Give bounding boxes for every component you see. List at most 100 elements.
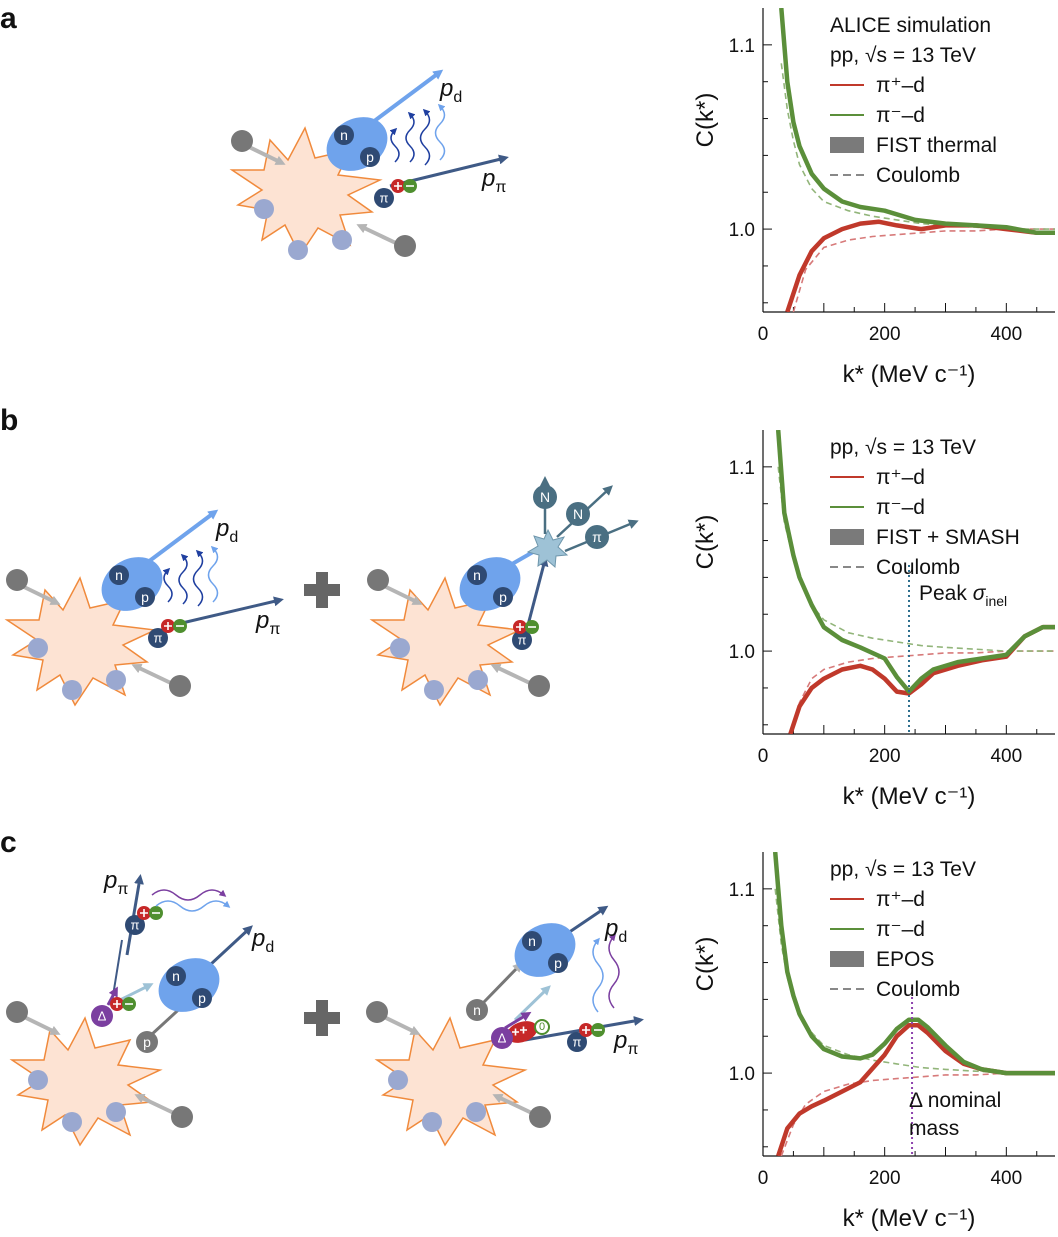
light-ball bbox=[254, 199, 274, 219]
plus-sign bbox=[394, 182, 402, 190]
legend-item: π⁻–d bbox=[876, 918, 925, 941]
diagram-b-left: n p π pd pπ bbox=[4, 509, 284, 707]
light-ball bbox=[388, 1070, 408, 1090]
deuteron-momentum-arrow bbox=[564, 905, 609, 937]
gray-ball bbox=[394, 235, 416, 257]
interaction-wave bbox=[405, 111, 416, 163]
proton-label: p bbox=[143, 1034, 151, 1050]
plus-sign bbox=[516, 623, 524, 631]
pion-ball bbox=[567, 1032, 587, 1052]
deuteron-momentum-arrow bbox=[363, 69, 444, 130]
deuteron-ellipse bbox=[514, 923, 576, 977]
light-ball bbox=[106, 1102, 126, 1122]
incoming-arrow bbox=[19, 583, 61, 605]
ppi-label: pπ bbox=[255, 607, 280, 638]
interaction-wave bbox=[419, 108, 431, 166]
y-axis-label: C(k*) bbox=[692, 93, 719, 148]
delta-annotation-line: mass bbox=[909, 1117, 959, 1140]
incoming-arrow bbox=[131, 664, 176, 687]
delta-decay-arrow bbox=[106, 986, 118, 1006]
interaction-wave bbox=[207, 545, 219, 603]
legend-item: π⁺–d bbox=[876, 888, 925, 911]
light-ball bbox=[424, 680, 444, 700]
neutron-label: n bbox=[115, 567, 123, 583]
y-axis-label: C(k*) bbox=[692, 515, 719, 570]
legend-item: π⁻–d bbox=[876, 496, 925, 519]
plot-area bbox=[772, 852, 1055, 1156]
incoming-arrow bbox=[490, 664, 535, 687]
neutron-label: n bbox=[340, 127, 348, 143]
plot-area bbox=[775, 430, 1055, 734]
light-ball bbox=[62, 680, 82, 700]
incoming-arrow bbox=[244, 143, 286, 165]
neutral-label: 0 bbox=[539, 1021, 545, 1033]
neutron-ball bbox=[109, 565, 129, 585]
y-tick-label: 1.1 bbox=[729, 36, 755, 57]
diagram-b-right: N N π n p π bbox=[367, 476, 639, 707]
neutron-label: n bbox=[473, 1002, 481, 1018]
nucleon-product-ball bbox=[533, 485, 557, 509]
pi-minus-d-curve bbox=[779, 8, 1055, 236]
proton-label: p bbox=[366, 149, 374, 165]
peak-annotation: Peak σinel bbox=[919, 582, 1007, 609]
coulomb-pi-plus-curve bbox=[780, 1072, 1055, 1156]
x-axis-label: k* (MeV c⁻¹) bbox=[843, 1205, 976, 1232]
legend-title: ALICE simulation bbox=[830, 14, 991, 37]
x-tick-label: 200 bbox=[869, 746, 901, 767]
neutron-label: n bbox=[172, 968, 180, 984]
interaction-wave bbox=[162, 567, 173, 603]
gray-ball bbox=[6, 569, 28, 591]
x-tick-label: 400 bbox=[990, 1168, 1022, 1189]
proton-label: p bbox=[198, 990, 206, 1006]
nucleon-product-label: N bbox=[540, 489, 550, 505]
deuteron-momentum-arrow bbox=[208, 925, 253, 967]
delta-label: Δ bbox=[498, 1031, 507, 1046]
gray-ball bbox=[231, 130, 253, 152]
pd-label: pd bbox=[215, 515, 238, 546]
y-tick-label: 1.0 bbox=[729, 642, 755, 663]
x-tick-label: 0 bbox=[758, 324, 769, 345]
legend-item: EPOS bbox=[876, 948, 934, 971]
x-axis-label: k* (MeV c⁻¹) bbox=[843, 361, 976, 388]
pion-label: π bbox=[131, 918, 140, 933]
pd-label: pd bbox=[604, 915, 627, 946]
pion-ball bbox=[374, 188, 394, 208]
diagram-c-left: p n p Δ π pπ pd bbox=[6, 867, 274, 1147]
light-ball bbox=[332, 230, 352, 250]
ppi-label: pπ bbox=[103, 867, 128, 898]
gray-ball bbox=[529, 1106, 551, 1128]
light-ball bbox=[390, 638, 410, 658]
nucleon-product-ball bbox=[566, 502, 590, 526]
pion-label: π bbox=[573, 1035, 582, 1050]
legend-title: pp, √s = 13 TeV bbox=[830, 44, 976, 67]
legend-title: pp, √s = 13 TeV bbox=[830, 858, 976, 881]
proton-ball bbox=[493, 587, 513, 607]
pd-label: pd bbox=[439, 75, 462, 106]
panel-label-b: b bbox=[0, 404, 18, 437]
pi-minus-d-curve bbox=[772, 852, 1055, 1076]
pion-product-ball bbox=[585, 525, 609, 549]
coulomb-pi-minus-curve bbox=[774, 888, 1055, 1074]
x-tick-label: 400 bbox=[990, 746, 1022, 767]
x-tick-label: 0 bbox=[758, 746, 769, 767]
diagram-c-right: n n p Δ 0 π pd pπ bbox=[366, 905, 644, 1147]
interaction-wave bbox=[592, 937, 604, 1013]
y-tick-label: 1.1 bbox=[729, 880, 755, 901]
gray-ball bbox=[367, 569, 389, 591]
double-plus-sign bbox=[512, 1026, 527, 1036]
delta-ball bbox=[91, 1005, 113, 1027]
pion-label: π bbox=[154, 631, 163, 646]
light-ball bbox=[466, 1102, 486, 1122]
proton-ball bbox=[548, 953, 568, 973]
interaction-wave bbox=[155, 900, 231, 912]
pion-label: π bbox=[518, 633, 527, 648]
x-tick-label: 400 bbox=[990, 324, 1022, 345]
proton-label: p bbox=[499, 589, 507, 605]
proton-label: p bbox=[554, 955, 562, 971]
plus-combine-icon bbox=[304, 1000, 340, 1036]
gray-ball bbox=[528, 675, 550, 697]
